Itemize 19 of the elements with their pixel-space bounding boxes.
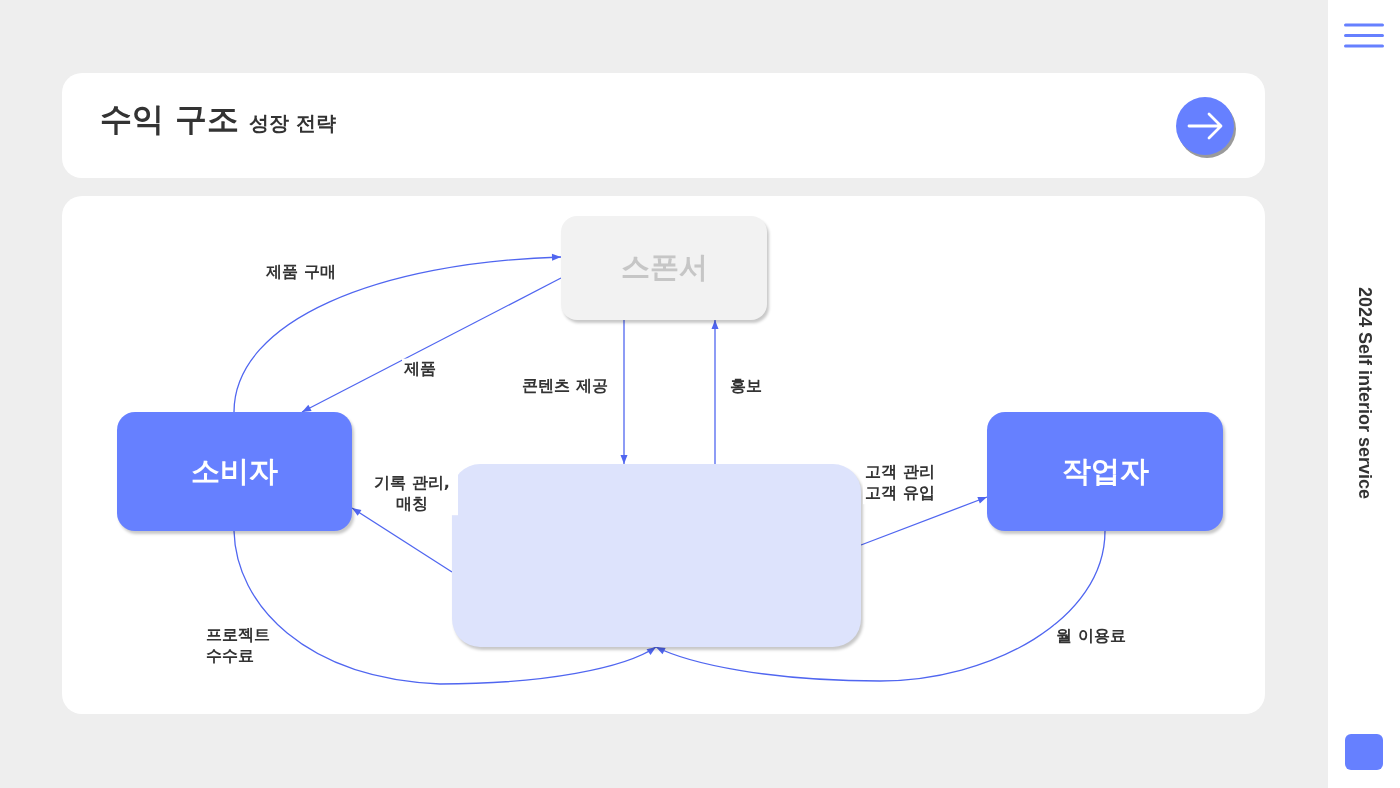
vertical-text: 2024 Self interior service: [1353, 286, 1375, 500]
arrow: [711, 319, 719, 465]
arrow: [233, 254, 562, 413]
subtitle: 성장 전략: [249, 110, 337, 137]
arrow: [233, 530, 657, 685]
edge-label: 프로젝트 수수료: [204, 625, 272, 667]
edge-label: 월 이용료: [1054, 625, 1128, 647]
arrow: [351, 507, 453, 573]
rounded-box: [452, 464, 861, 647]
title: 수익 구조: [100, 99, 240, 140]
rounded-box: 소비자: [117, 412, 352, 531]
arrow: [620, 319, 628, 465]
edge-label: 콘텐츠 제공: [520, 375, 610, 397]
arrow: [860, 496, 988, 546]
rounded-box: 작업자: [987, 412, 1223, 531]
arrow: [301, 277, 562, 413]
arrow: [655, 530, 1106, 682]
edge-label: 제품: [402, 358, 438, 380]
edge-label: 홍보: [728, 375, 764, 397]
